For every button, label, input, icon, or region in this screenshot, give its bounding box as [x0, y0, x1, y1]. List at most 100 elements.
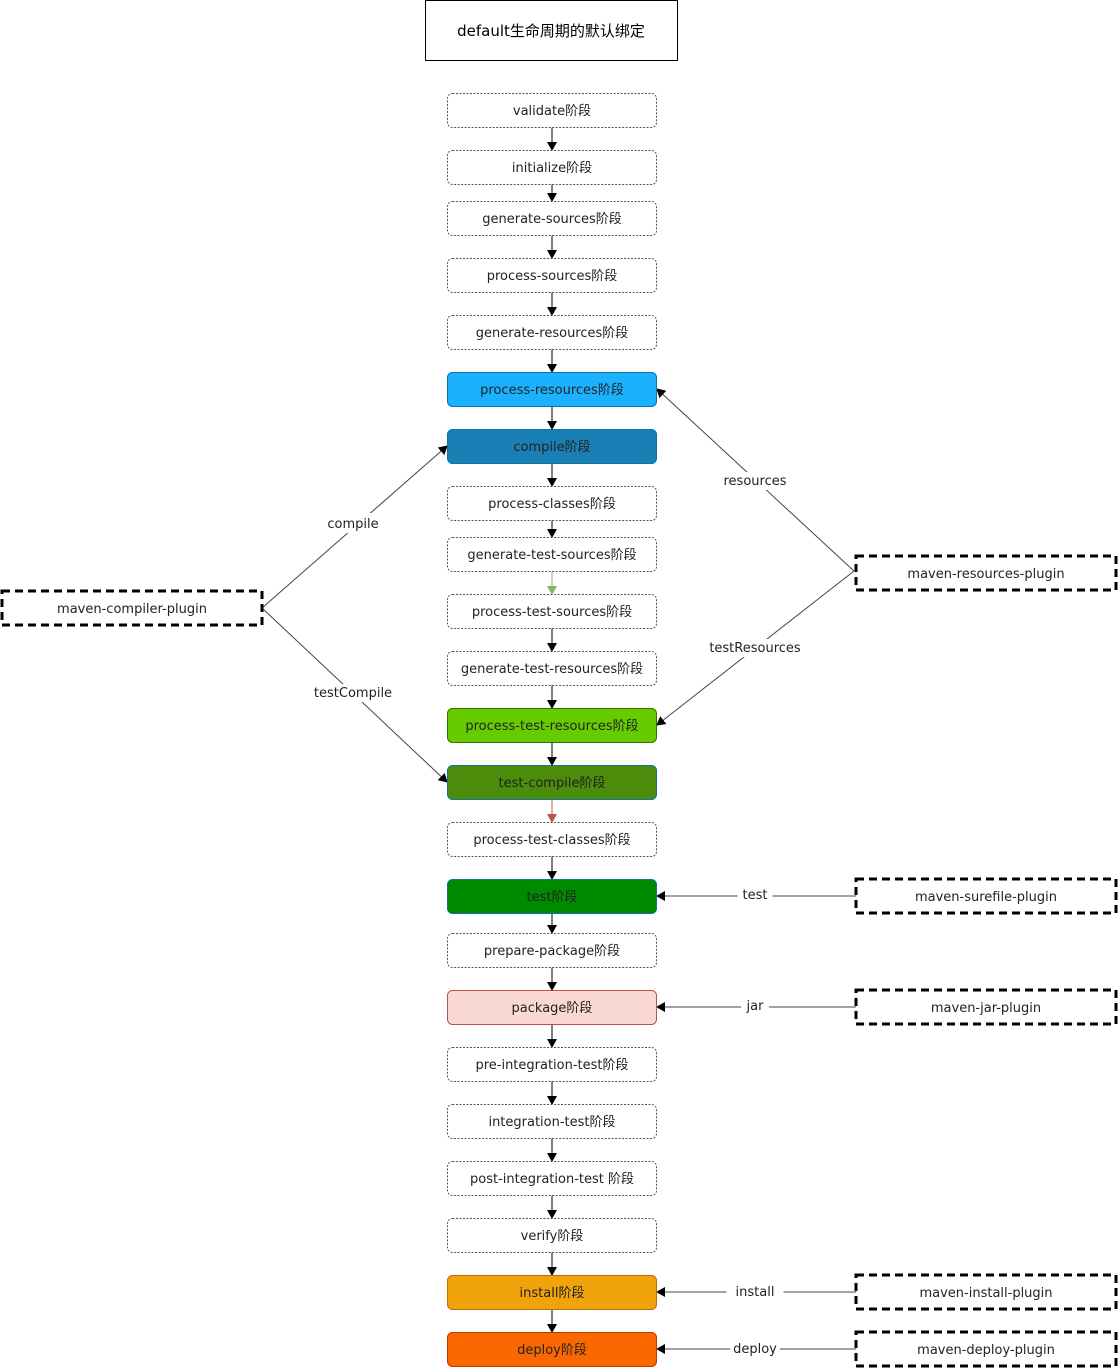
phase-label-test-compile: test-compile阶段 [499, 776, 606, 791]
phase-box-test-compile [447, 765, 657, 800]
plugin-box-maven-install-plugin [854, 1273, 1118, 1311]
phase-integration-test: integration-test阶段 [447, 1104, 657, 1139]
plugins-layer: maven-compiler-pluginmaven-resources-plu… [0, 554, 1118, 1368]
phase-label-process-test-classes: process-test-classes阶段 [473, 833, 630, 848]
binding-goal-bg-deploy [730, 1340, 780, 1358]
phase-test-compile: test-compile阶段 [447, 765, 657, 800]
phase-deploy: deploy阶段 [447, 1332, 657, 1367]
plugin-label-maven-surefile-plugin: maven-surefile-plugin [915, 890, 1057, 905]
phase-box-deploy [447, 1332, 657, 1367]
phase-label-install: install阶段 [520, 1286, 585, 1301]
phase-generate-sources: generate-sources阶段 [447, 201, 657, 236]
plugin-box-maven-deploy-plugin [854, 1330, 1118, 1368]
phase-box-generate-resources [447, 315, 657, 350]
binding-goal-compile: compile [327, 517, 378, 532]
plugin-maven-install-plugin: maven-install-plugin [854, 1273, 1118, 1311]
diagram-title-text: default生命周期的默认绑定 [457, 22, 645, 40]
phase-label-prepare-package: prepare-package阶段 [484, 944, 620, 959]
phase-prepare-package: prepare-package阶段 [447, 933, 657, 968]
phase-label-process-sources: process-sources阶段 [487, 269, 618, 284]
phase-compile: compile阶段 [447, 429, 657, 464]
phase-initialize: initialize阶段 [447, 150, 657, 185]
binding-goal-bg-resources [719, 472, 791, 490]
phase-label-pre-integration-test: pre-integration-test阶段 [475, 1058, 628, 1073]
phase-package: package阶段 [447, 990, 657, 1025]
phase-box-generate-test-sources [447, 537, 657, 572]
phase-box-validate [447, 93, 657, 128]
phase-box-process-resources [447, 372, 657, 407]
phase-process-test-classes: process-test-classes阶段 [447, 822, 657, 857]
binding-goal-bg-testResources [704, 639, 806, 657]
plugin-label-maven-install-plugin: maven-install-plugin [919, 1286, 1052, 1301]
plugin-label-maven-deploy-plugin: maven-deploy-plugin [917, 1343, 1055, 1358]
plugin-maven-surefile-plugin: maven-surefile-plugin [854, 877, 1118, 915]
phase-label-generate-resources: generate-resources阶段 [476, 326, 629, 341]
phase-label-integration-test: integration-test阶段 [488, 1115, 615, 1130]
plugin-box-maven-resources-plugin [854, 554, 1118, 592]
phase-box-process-sources [447, 258, 657, 293]
phase-validate: validate阶段 [447, 93, 657, 128]
plugin-box-maven-jar-plugin [854, 988, 1118, 1026]
binding-goal-bg-testCompile [309, 684, 397, 702]
plugin-maven-jar-plugin: maven-jar-plugin [854, 988, 1118, 1026]
phase-box-post-integration-test [447, 1161, 657, 1196]
phase-box-process-test-classes [447, 822, 657, 857]
phase-process-classes: process-classes阶段 [447, 486, 657, 521]
binding-goal-testResources: testResources [709, 641, 801, 656]
phase-box-process-test-sources [447, 594, 657, 629]
binding-goal-bg-test [737, 886, 773, 904]
phase-box-package [447, 990, 657, 1025]
phase-process-test-sources: process-test-sources阶段 [447, 594, 657, 629]
phase-process-resources: process-resources阶段 [447, 372, 657, 407]
phase-label-initialize: initialize阶段 [512, 161, 592, 176]
phase-label-process-resources: process-resources阶段 [480, 383, 624, 398]
phase-install: install阶段 [447, 1275, 657, 1310]
phase-box-generate-sources [447, 201, 657, 236]
phase-label-test: test阶段 [527, 890, 578, 905]
binding-goal-bg-jar [741, 997, 769, 1015]
phase-box-generate-test-resources [447, 651, 657, 686]
phase-label-generate-test-sources: generate-test-sources阶段 [467, 548, 636, 563]
phase-generate-test-resources: generate-test-resources阶段 [447, 651, 657, 686]
plugin-box-maven-compiler-plugin [0, 589, 264, 627]
phase-verify: verify阶段 [447, 1218, 657, 1253]
phase-box-prepare-package [447, 933, 657, 968]
binding-goal-testCompile: testCompile [314, 686, 392, 701]
plugin-maven-resources-plugin: maven-resources-plugin [854, 554, 1118, 592]
diagram-title: default生命周期的默认绑定 [425, 0, 678, 61]
binding-goal-bg-install [726, 1283, 784, 1301]
phase-label-package: package阶段 [512, 1001, 593, 1016]
phase-label-deploy: deploy阶段 [517, 1343, 587, 1358]
phase-box-process-classes [447, 486, 657, 521]
phase-label-process-test-sources: process-test-sources阶段 [472, 605, 632, 620]
phase-label-validate: validate阶段 [513, 104, 591, 119]
phase-process-sources: process-sources阶段 [447, 258, 657, 293]
phase-pre-integration-test: pre-integration-test阶段 [447, 1047, 657, 1082]
phases-layer: validate阶段 initialize阶段 generate-sources阶段… [447, 93, 657, 1367]
phase-label-generate-test-resources: generate-test-resources阶段 [461, 662, 643, 677]
binding-goal-deploy: deploy [733, 1342, 777, 1357]
phase-label-process-classes: process-classes阶段 [488, 497, 616, 512]
phase-box-install [447, 1275, 657, 1310]
phase-test: test阶段 [447, 879, 657, 914]
phase-post-integration-test: post-integration-test 阶段 [447, 1161, 657, 1196]
plugin-label-maven-resources-plugin: maven-resources-plugin [907, 567, 1064, 582]
binding-goal-bg-compile [320, 513, 386, 533]
phase-label-post-integration-test: post-integration-test 阶段 [470, 1172, 634, 1187]
phase-box-compile [447, 429, 657, 464]
plugin-maven-deploy-plugin: maven-deploy-plugin [854, 1330, 1118, 1368]
labels-layer: compile testCompile resources testResources… [309, 472, 806, 1358]
phase-generate-resources: generate-resources阶段 [447, 315, 657, 350]
phase-box-test [447, 879, 657, 914]
phase-box-integration-test [447, 1104, 657, 1139]
phase-generate-test-sources: generate-test-sources阶段 [447, 537, 657, 572]
phase-label-verify: verify阶段 [521, 1229, 584, 1244]
binding-goal-test: test [743, 888, 768, 903]
phase-box-process-test-resources [447, 708, 657, 743]
phase-label-process-test-resources: process-test-resources阶段 [465, 719, 638, 734]
binding-goal-resources: resources [723, 474, 786, 489]
phase-box-initialize [447, 150, 657, 185]
phase-box-pre-integration-test [447, 1047, 657, 1082]
phase-label-generate-sources: generate-sources阶段 [482, 212, 622, 227]
